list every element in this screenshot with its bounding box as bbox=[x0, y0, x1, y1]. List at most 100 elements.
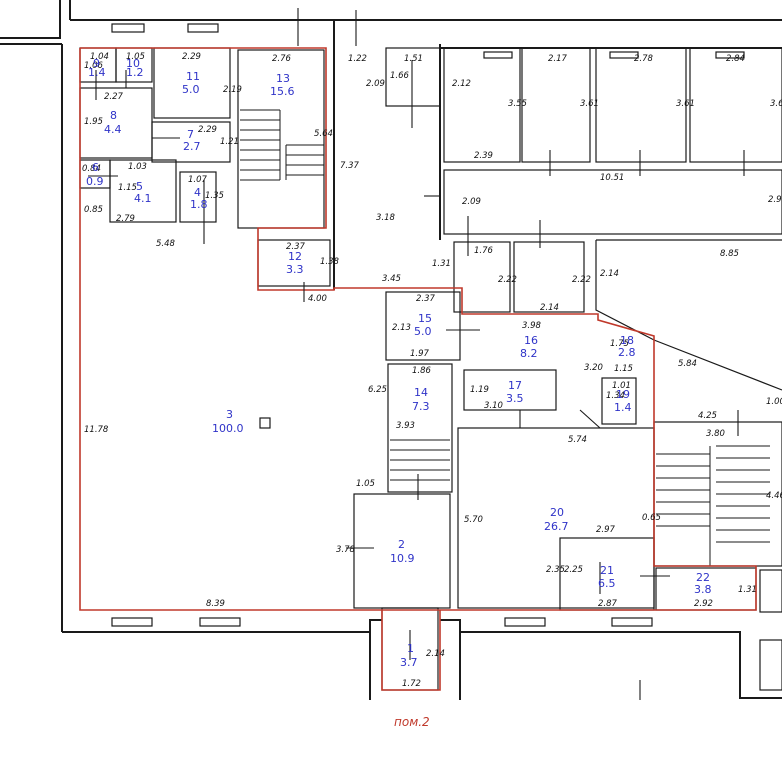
dimension-label: 1.66 bbox=[390, 71, 410, 81]
room-11[interactable]: 11 5.0 bbox=[182, 70, 200, 96]
room-21[interactable]: 21 6.5 bbox=[598, 564, 616, 590]
room-number: 19 bbox=[616, 388, 630, 401]
dimension-label: 3.98 bbox=[522, 321, 542, 331]
stair-14 bbox=[390, 439, 450, 481]
dimension-label: 3.45 bbox=[382, 274, 401, 284]
room-20[interactable]: 20 26.7 bbox=[544, 506, 569, 533]
dimension-label: 2.39 bbox=[474, 151, 493, 161]
room-number: 9 bbox=[93, 57, 100, 70]
dimension-label: 2.79 bbox=[116, 214, 135, 224]
room-10[interactable]: 10 1.2 bbox=[126, 57, 144, 79]
room-6[interactable]: 6 0.9 bbox=[86, 161, 104, 188]
room-16[interactable]: 16 8.2 bbox=[520, 334, 538, 360]
dimension-label: 1.22 bbox=[348, 54, 367, 64]
room-3[interactable]: 3 100.0 bbox=[212, 408, 244, 435]
dimension-label: 6.25 bbox=[368, 385, 387, 395]
window-marks bbox=[111, 8, 745, 700]
room-7[interactable]: 7 2.7 bbox=[183, 128, 201, 153]
dimension-label: 1.86 bbox=[412, 366, 432, 376]
room-15[interactable]: 15 5.0 bbox=[414, 312, 432, 338]
dimension-label: 2.09 bbox=[462, 197, 481, 207]
dimension-label: 1.97 bbox=[410, 349, 430, 359]
room-number: 21 bbox=[600, 564, 614, 577]
room-area: 15.6 bbox=[270, 85, 295, 98]
dimension-labels: 1.04 1.05 2.29 2.76 1.22 1.51 2.17 2.78 … bbox=[82, 52, 782, 689]
dimension-label: 3.20 bbox=[584, 363, 603, 373]
room-area: 1.4 bbox=[614, 401, 632, 414]
room-area: 4.1 bbox=[134, 192, 152, 205]
dimension-label: 2.27 bbox=[104, 92, 124, 102]
dimension-label: 1.31 bbox=[432, 259, 451, 269]
dimension-label: 2.92 bbox=[694, 599, 713, 609]
dimension-label: 1.76 bbox=[474, 246, 494, 256]
room-18[interactable]: 18 2.8 bbox=[618, 334, 636, 359]
dimension-label: 2.76 bbox=[272, 54, 292, 64]
dimension-label: 4.25 bbox=[698, 411, 717, 421]
room-number: 3 bbox=[226, 408, 233, 421]
room-14[interactable]: 14 7.3 bbox=[412, 386, 430, 413]
room-area: 5.0 bbox=[414, 325, 432, 338]
room-area: 2.7 bbox=[183, 140, 201, 153]
room-12[interactable]: 12 3.3 bbox=[286, 250, 304, 276]
room-area: 6.5 bbox=[598, 577, 616, 590]
dimension-label: 1.15 bbox=[118, 183, 137, 193]
dimension-label: 1.05 bbox=[126, 52, 145, 62]
room-19[interactable]: 19 1.4 bbox=[614, 388, 632, 414]
upper-right-rooms bbox=[385, 47, 782, 391]
dimension-label: 0.84 bbox=[82, 164, 101, 174]
dimension-label: 2.22 bbox=[498, 275, 517, 285]
dimension-label: 1.01 bbox=[612, 381, 631, 391]
room-17[interactable]: 17 3.5 bbox=[506, 379, 524, 405]
dimension-label: 3.93 bbox=[396, 421, 415, 431]
room-number: 18 bbox=[620, 334, 634, 347]
dimension-label: 1.05 bbox=[356, 479, 375, 489]
dimension-label: 3.61 bbox=[676, 99, 695, 109]
room-number: 14 bbox=[414, 386, 428, 399]
dimension-label: 1.38 bbox=[320, 257, 340, 267]
dimension-label: 1.04 bbox=[90, 52, 109, 62]
dimension-label: 2.37 bbox=[416, 294, 436, 304]
room-area: 3.8 bbox=[694, 583, 712, 596]
room-number: 7 bbox=[187, 128, 194, 141]
dimension-label: 2.96 bbox=[768, 195, 782, 205]
room-number: 15 bbox=[418, 312, 432, 325]
dimension-label: 2.22 bbox=[572, 275, 591, 285]
dimension-label: 2.13 bbox=[392, 323, 411, 333]
dimension-label: 0.85 bbox=[84, 205, 103, 215]
room-area: 1.2 bbox=[126, 66, 144, 79]
dimension-label: 1.07 bbox=[188, 175, 208, 185]
dimension-label: 5.84 bbox=[678, 359, 697, 369]
stairs bbox=[240, 109, 770, 566]
dimension-label: 2.78 bbox=[634, 54, 654, 64]
dimension-label: 11.78 bbox=[84, 425, 109, 435]
room-13[interactable]: 13 15.6 bbox=[270, 72, 295, 98]
dimension-label: 8.39 bbox=[206, 599, 225, 609]
dimension-label: 5.48 bbox=[156, 239, 176, 249]
room-22[interactable]: 22 3.8 bbox=[694, 571, 712, 596]
room-8[interactable]: 8 4.4 bbox=[104, 109, 122, 136]
room-number: 1 bbox=[407, 642, 414, 655]
dimension-label: 1.31 bbox=[738, 585, 757, 595]
room-9[interactable]: 9 1.4 bbox=[88, 57, 106, 79]
dimension-label: 3.55 bbox=[508, 99, 527, 109]
dimension-label: 1.75 bbox=[610, 339, 629, 349]
room-number: 17 bbox=[508, 379, 522, 392]
dimension-label: 2.09 bbox=[366, 79, 385, 89]
dimension-label: 2.19 bbox=[223, 85, 242, 95]
dimension-label: 2.29 bbox=[182, 52, 201, 62]
dimension-label: 7.37 bbox=[340, 161, 360, 171]
room-5[interactable]: 5 4.1 bbox=[134, 180, 152, 205]
room-number: 11 bbox=[186, 70, 200, 83]
room-4[interactable]: 4 1.8 bbox=[190, 186, 208, 211]
room-1[interactable]: 1 3.7 bbox=[400, 642, 418, 669]
dimension-label: 1.51 bbox=[404, 54, 423, 64]
dimension-label: 0.65 bbox=[642, 513, 661, 523]
room-2[interactable]: 2 10.9 bbox=[390, 538, 415, 565]
dimension-label: 1.03 bbox=[128, 162, 147, 172]
room-area: 3.7 bbox=[400, 656, 418, 669]
dimension-label: 3.64 bbox=[770, 99, 782, 109]
premises-boundary bbox=[79, 47, 757, 691]
room-area: 8.2 bbox=[520, 347, 538, 360]
room-area: 26.7 bbox=[544, 520, 569, 533]
